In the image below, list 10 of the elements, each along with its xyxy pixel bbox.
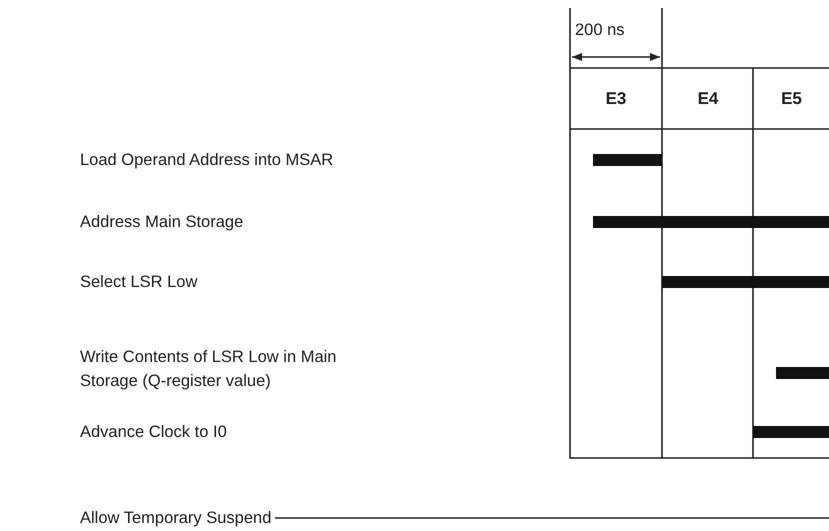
signal-label: Advance Clock to I0 [80, 422, 227, 443]
signal-label: Write Contents of LSR Low in Main Storage (Q-register value) [80, 347, 338, 392]
signal-label: Address Main Storage [80, 212, 244, 233]
column-header: E5 [780, 88, 803, 110]
signal-label: Load Operand Address into MSAR [80, 150, 334, 171]
column-header: E4 [696, 88, 720, 110]
signal-label: Select LSR Low [80, 272, 198, 293]
column-header: E3 [604, 88, 628, 110]
signal-label: Allow Temporary Suspend [80, 508, 272, 529]
dimension-label: 200 ns [575, 20, 625, 41]
